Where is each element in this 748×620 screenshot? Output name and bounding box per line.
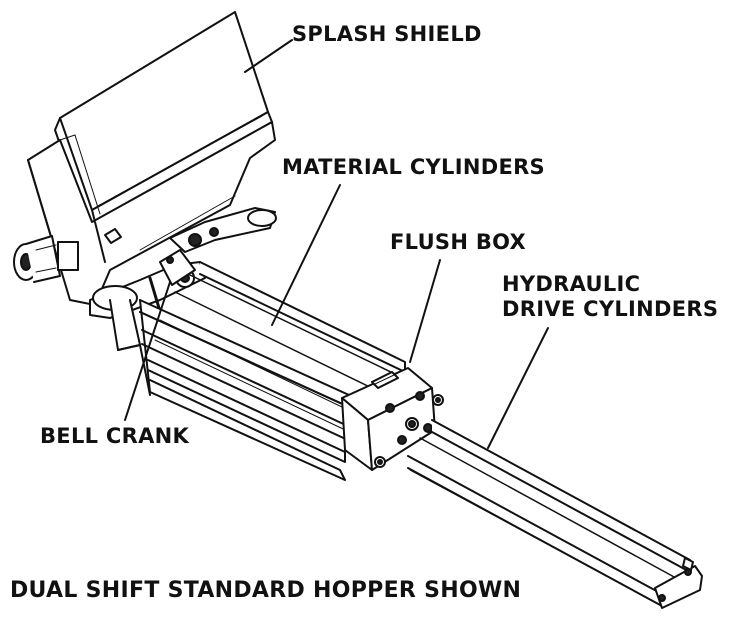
hopper-body xyxy=(27,121,276,306)
flush-box xyxy=(341,367,444,471)
label-splash-shield: SPLASH SHIELD xyxy=(292,22,482,46)
label-hydraulic-drive-cylinders: HYDRAULIC DRIVE CYLINDERS xyxy=(502,272,718,322)
label-hydraulic-line2: DRIVE CYLINDERS xyxy=(502,297,719,321)
leader-material-cylinders xyxy=(271,184,341,326)
material-cylinders xyxy=(139,261,406,481)
label-hydraulic-line1: HYDRAULIC xyxy=(502,272,641,296)
label-flush-box: FLUSH BOX xyxy=(390,230,527,254)
shift-lever-arm xyxy=(169,207,277,253)
leader-bell-crank xyxy=(124,281,171,421)
hopper-frame xyxy=(109,299,151,396)
leader-hydraulic-drive-cylinders xyxy=(487,327,549,449)
figure-caption: DUAL SHIFT STANDARD HOPPER SHOWN xyxy=(10,578,522,603)
hydraulic-drive-cylinders xyxy=(407,419,703,609)
label-material-cylinders: MATERIAL CYLINDERS xyxy=(282,155,545,179)
drive-motor xyxy=(13,235,79,283)
splash-shield xyxy=(54,11,273,226)
leader-flush-box xyxy=(409,259,441,363)
leader-splash-shield xyxy=(244,39,293,73)
label-bell-crank: BELL CRANK xyxy=(40,424,190,448)
leader-lines xyxy=(124,39,549,449)
